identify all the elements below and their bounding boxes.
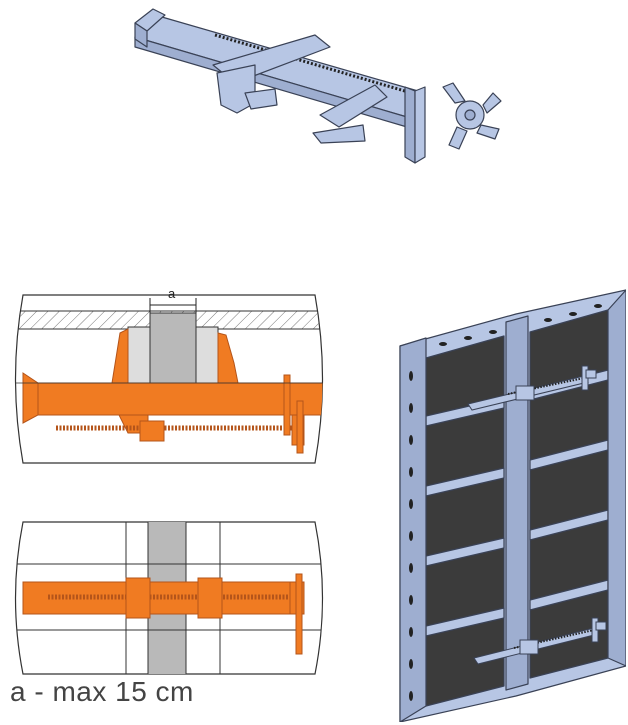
clamp-tool-isometric <box>134 8 502 164</box>
clamp-rail-section <box>22 382 323 416</box>
formwork-panels <box>399 289 626 722</box>
clamp-section-top <box>14 521 324 675</box>
upper-clamp <box>467 365 597 411</box>
clamp-section-side: a <box>14 286 324 464</box>
frame-holes <box>409 304 602 701</box>
end-plate <box>404 86 416 164</box>
lower-clamp <box>473 617 607 665</box>
wing-nut <box>442 82 502 150</box>
caption: a - max 15 cm <box>10 676 194 707</box>
joint-gap <box>149 312 197 386</box>
dimension-label: a <box>168 286 176 301</box>
